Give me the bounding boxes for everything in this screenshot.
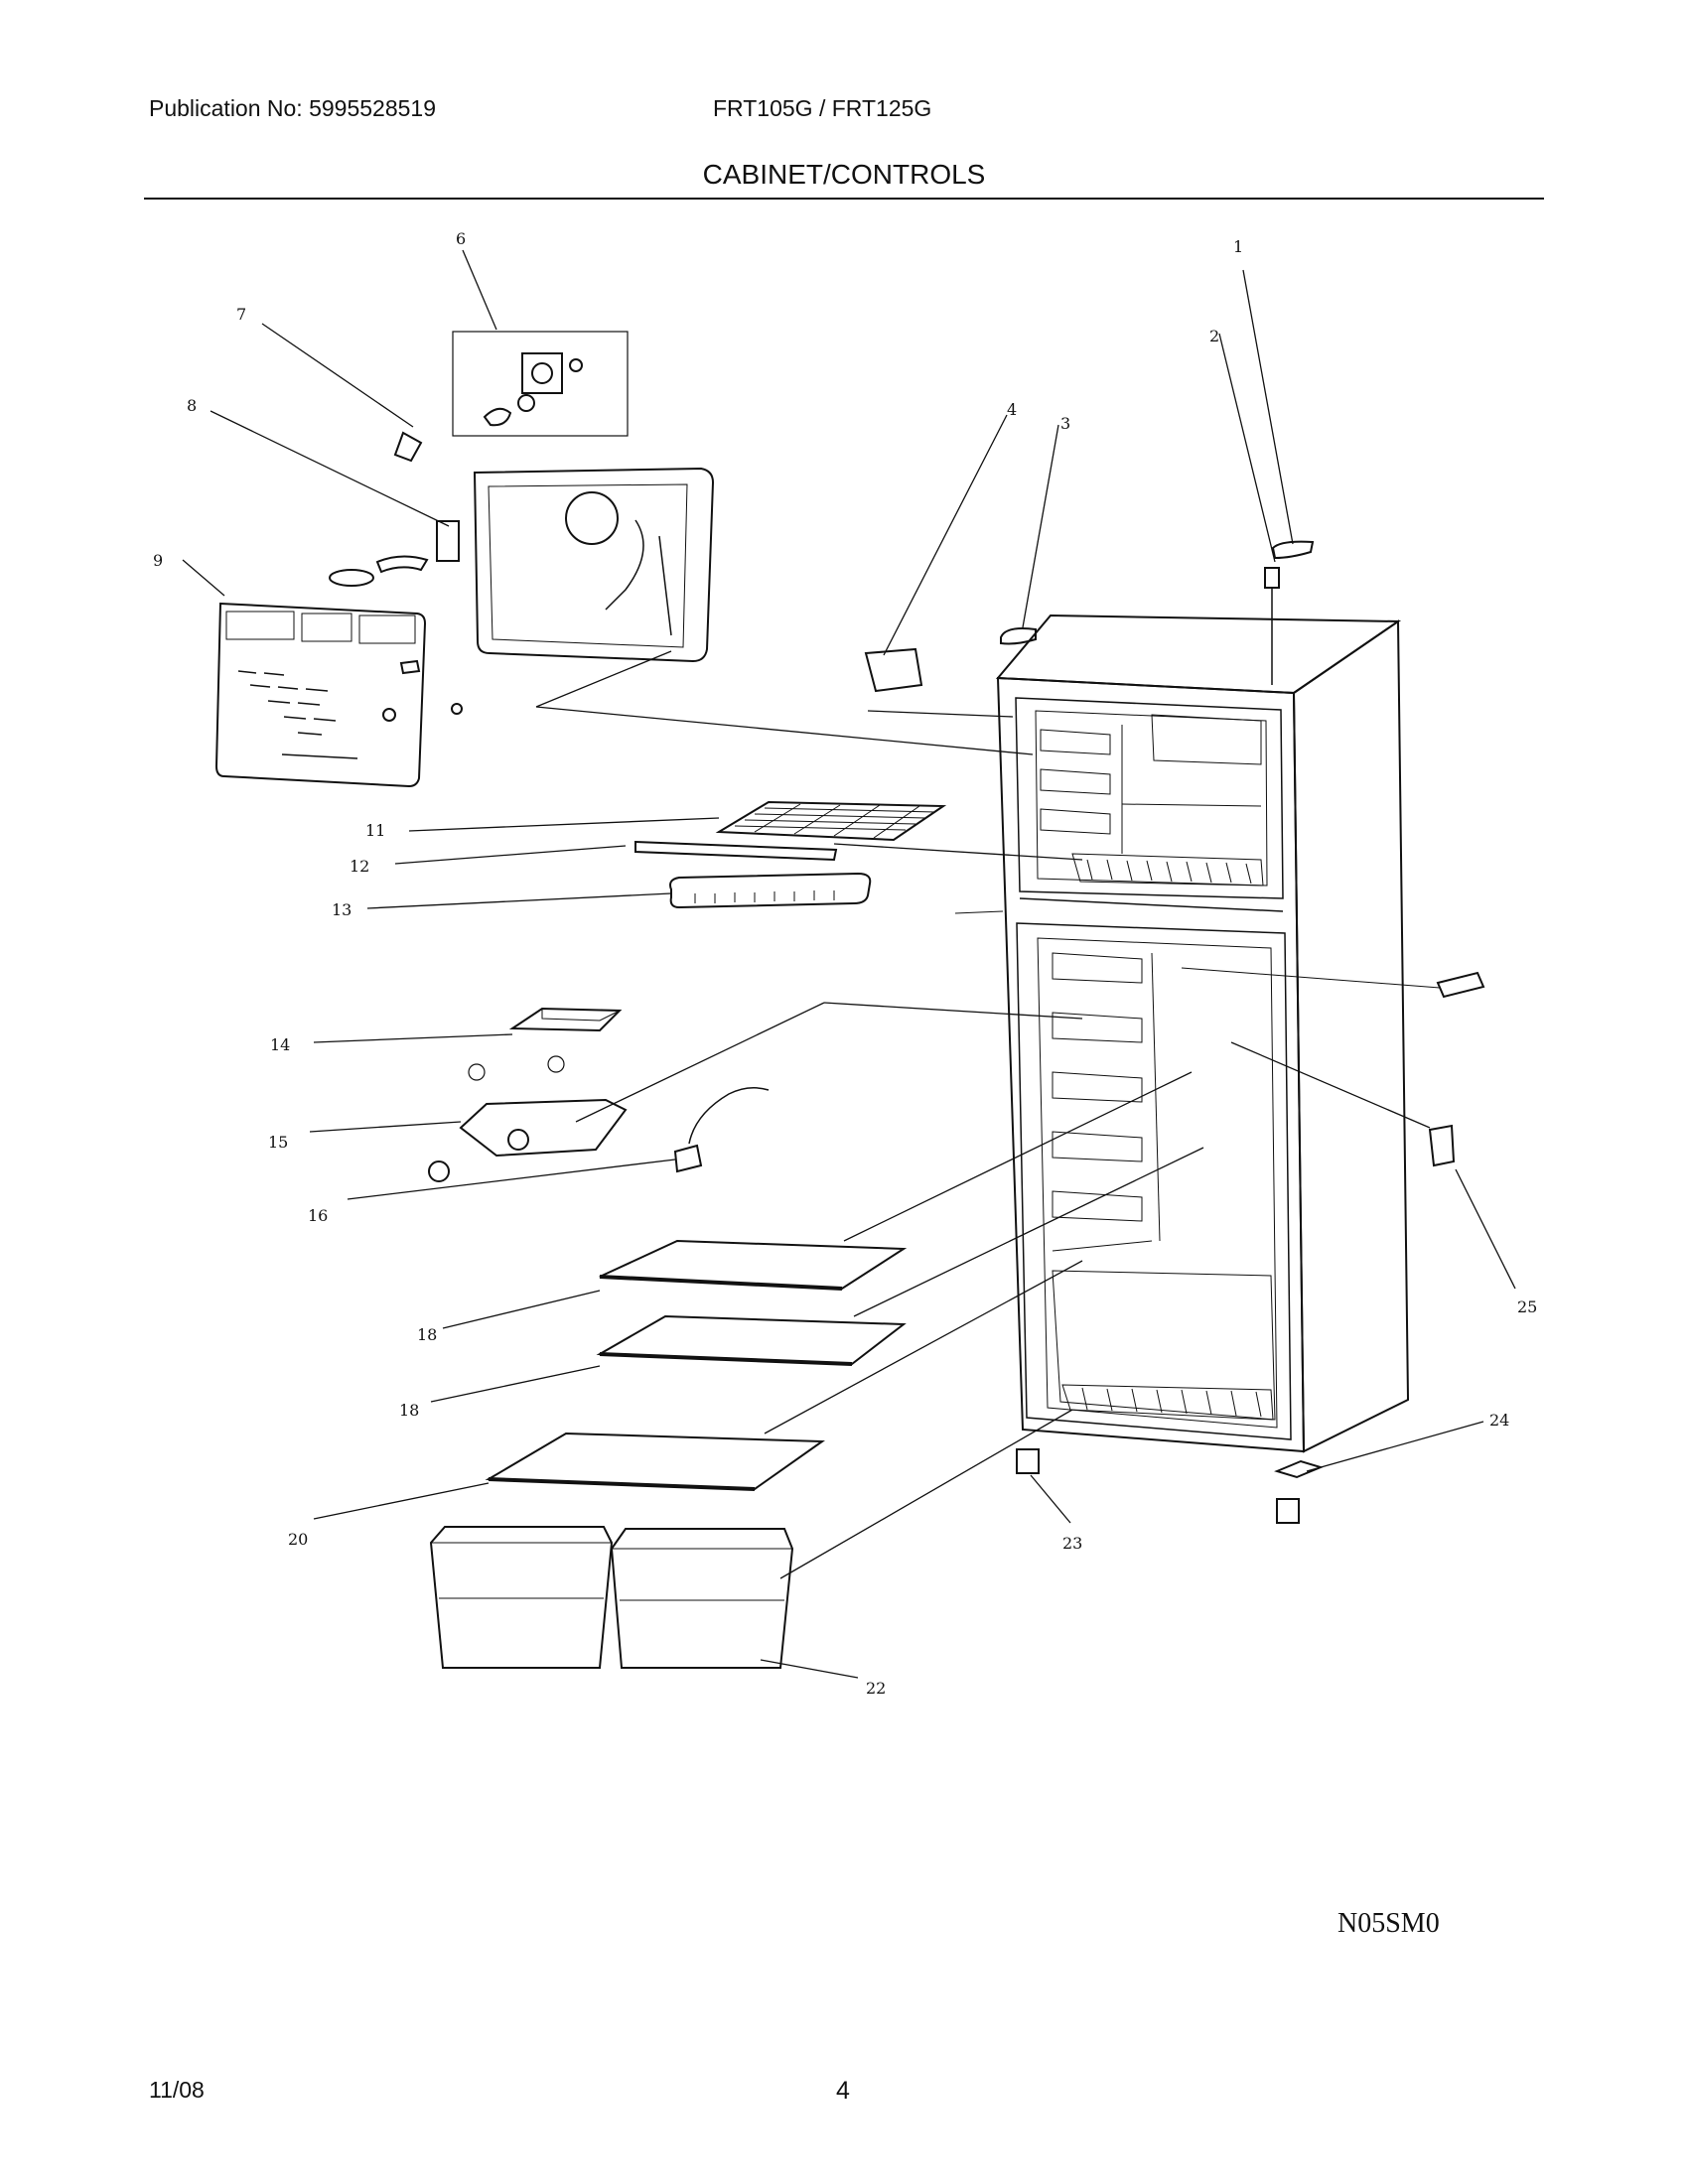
callout-16: 16 — [308, 1206, 328, 1225]
publication-date: 11/08 — [149, 2077, 205, 2103]
callout-14: 14 — [270, 1035, 290, 1054]
callout-7: 7 — [236, 305, 246, 324]
callout-2: 2 — [1209, 327, 1219, 345]
callout-24: 24 — [1489, 1411, 1509, 1430]
evaporator-fan-assembly — [393, 331, 715, 663]
control-panel-cover — [214, 555, 463, 788]
crisper-drawers — [429, 1526, 794, 1669]
callout-22: 22 — [866, 1679, 886, 1698]
callout-18b: 18 — [399, 1401, 419, 1420]
callout-9: 9 — [153, 551, 163, 570]
glass-shelves — [485, 1239, 908, 1491]
callout-20: 20 — [288, 1530, 308, 1549]
light-thermostat-assembly — [428, 1007, 770, 1182]
callout-1: 1 — [1233, 237, 1243, 256]
callout-6: 6 — [456, 229, 466, 248]
callout-18a: 18 — [417, 1325, 437, 1344]
callout-3: 3 — [1060, 414, 1070, 433]
callout-23: 23 — [1062, 1534, 1082, 1553]
section-title: CABINET/CONTROLS — [702, 159, 986, 190]
callout-13: 13 — [332, 900, 352, 919]
callout-8: 8 — [187, 396, 197, 415]
callout-4: 4 — [1007, 400, 1017, 419]
callout-25: 25 — [1517, 1297, 1537, 1316]
callout-11: 11 — [365, 821, 385, 840]
publication-number: Publication No: 5995528519 — [149, 95, 437, 121]
header-rule — [144, 198, 1544, 200]
callout-15: 15 — [268, 1133, 288, 1152]
page-number: 4 — [836, 2077, 850, 2105]
callout-numbers: 1 2 3 4 6 7 8 9 11 12 13 14 15 16 18 18 … — [153, 229, 1537, 1698]
callout-12: 12 — [350, 857, 369, 876]
refrigerator-cabinet — [864, 540, 1485, 1524]
model-number: FRT105G / FRT125G — [713, 95, 932, 121]
leader-lines — [182, 249, 1516, 1679]
drawing-code: N05SM0 — [1337, 1908, 1440, 1939]
freezer-shelf-parts — [634, 800, 947, 909]
